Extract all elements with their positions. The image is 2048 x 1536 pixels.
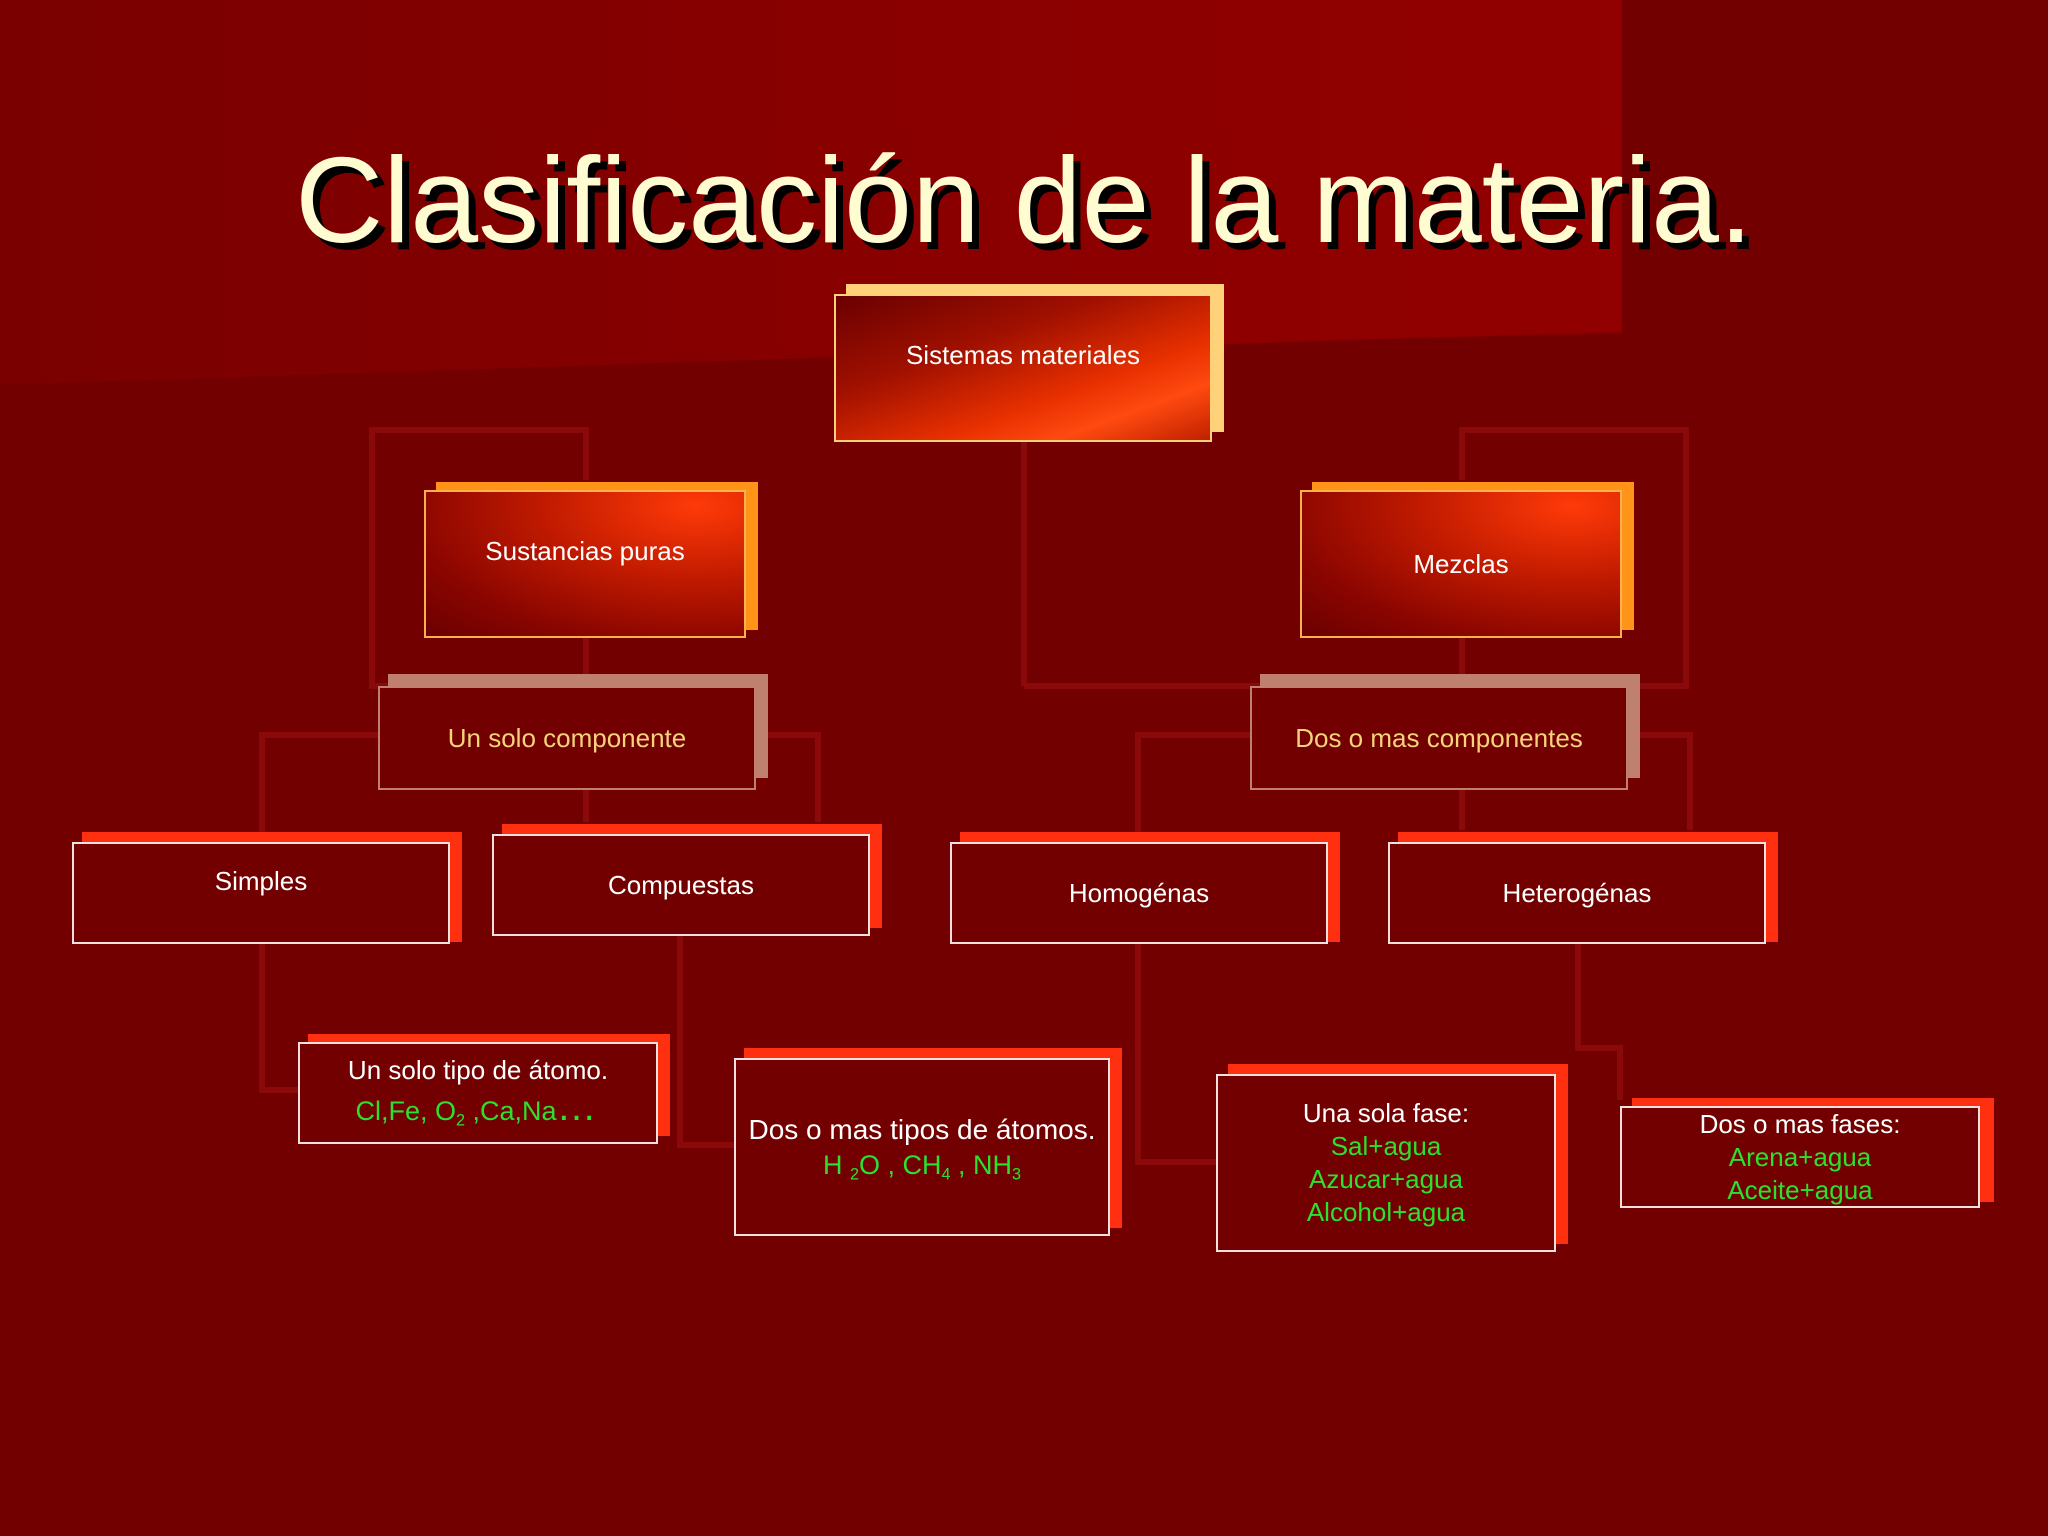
example-homogenas: Una sola fase: Sal+agua Azucar+agua Alco… [1216, 1074, 1556, 1252]
node-mezclas-label: Mezclas [1413, 548, 1509, 579]
node-simples: Simples [72, 842, 450, 944]
formula-part-2: O , CH [858, 1150, 942, 1180]
node-compuestas: Compuestas [492, 834, 870, 936]
connector-simples [259, 732, 378, 840]
connector-compuestas [750, 732, 821, 822]
node-simples-label: Simples [214, 866, 308, 896]
example-homogenas-item-1: Sal+agua [1330, 1131, 1442, 1161]
node-heterogenas: Heterogénas [1388, 842, 1766, 944]
formula-part-3: , NH [950, 1150, 1013, 1180]
connector-heterogenas [1628, 732, 1693, 830]
example-simples-subscript: 2 [455, 1111, 465, 1130]
example-heterogenas-description: Dos o mas fases: [1699, 1108, 1901, 1139]
formula-sub-1: 2 [849, 1165, 859, 1184]
example-compuestas-description: Dos o mas tipos de átomos. [748, 1114, 1096, 1145]
example-heterogenas: Dos o mas fases: Arena+agua Aceite+agua [1620, 1106, 1980, 1208]
node-un-solo-componente: Un solo componente [378, 686, 756, 790]
example-homogenas-description: Una sola fase: [1302, 1098, 1470, 1128]
formula-part-1: H [822, 1150, 850, 1180]
example-simples-description: Un solo tipo de átomo. [347, 1055, 609, 1086]
page-title: Clasificación de la materia. [295, 132, 1753, 268]
example-compuestas: Dos o mas tipos de átomos. H 2O , CH4 , … [734, 1058, 1110, 1236]
example-simples: Un solo tipo de átomo. Cl,Fe, O2 ,Ca,Na… [298, 1042, 658, 1144]
connector-homogenas [1135, 732, 1250, 840]
example-simples-item-1: Cl,Fe, O [355, 1096, 456, 1127]
node-homogenas-label: Homogénas [1068, 877, 1210, 908]
node-dos-o-mas-componentes: Dos o mas componentes [1250, 686, 1628, 790]
connector-ex-simples [259, 943, 298, 1093]
example-compuestas-formula: H 2O , CH4 , NH3 [823, 1150, 1021, 1185]
example-simples-item-2: ,Ca,Na [464, 1096, 557, 1127]
node-sistemas-materiales: Sistemas materiales [834, 294, 1212, 442]
example-heterogenas-item-1: Arena+agua [1728, 1141, 1872, 1172]
formula-sub-2: 4 [941, 1165, 951, 1184]
node-mezclas: Mezclas [1300, 490, 1622, 638]
connector-ex-compuestas [677, 935, 734, 1148]
node-un-solo-componente-label: Un solo componente [447, 722, 687, 753]
node-sustancias-puras-label: Sustancias puras [485, 536, 685, 566]
node-sistemas-materiales-label: Sistemas materiales [905, 340, 1141, 370]
node-heterogenas-label: Heterogénas [1502, 877, 1652, 908]
example-homogenas-item-3: Alcohol+agua [1306, 1197, 1466, 1227]
node-homogenas: Homogénas [950, 842, 1328, 944]
example-heterogenas-item-2: Aceite+agua [1727, 1174, 1873, 1205]
formula-sub-3: 3 [1012, 1165, 1022, 1184]
example-homogenas-item-2: Azucar+agua [1309, 1164, 1463, 1194]
example-simples-ellipsis: … [556, 1085, 601, 1130]
connector-ex-homogenas [1135, 943, 1218, 1165]
node-dos-o-mas-componentes-label: Dos o mas componentes [1295, 722, 1583, 753]
node-compuestas-label: Compuestas [608, 869, 754, 900]
node-sustancias-puras: Sustancias puras [424, 490, 746, 638]
connector-ex-heterogenas [1575, 943, 1623, 1100]
example-simples-items: Cl,Fe, O2 ,Ca,Na… [355, 1087, 600, 1131]
